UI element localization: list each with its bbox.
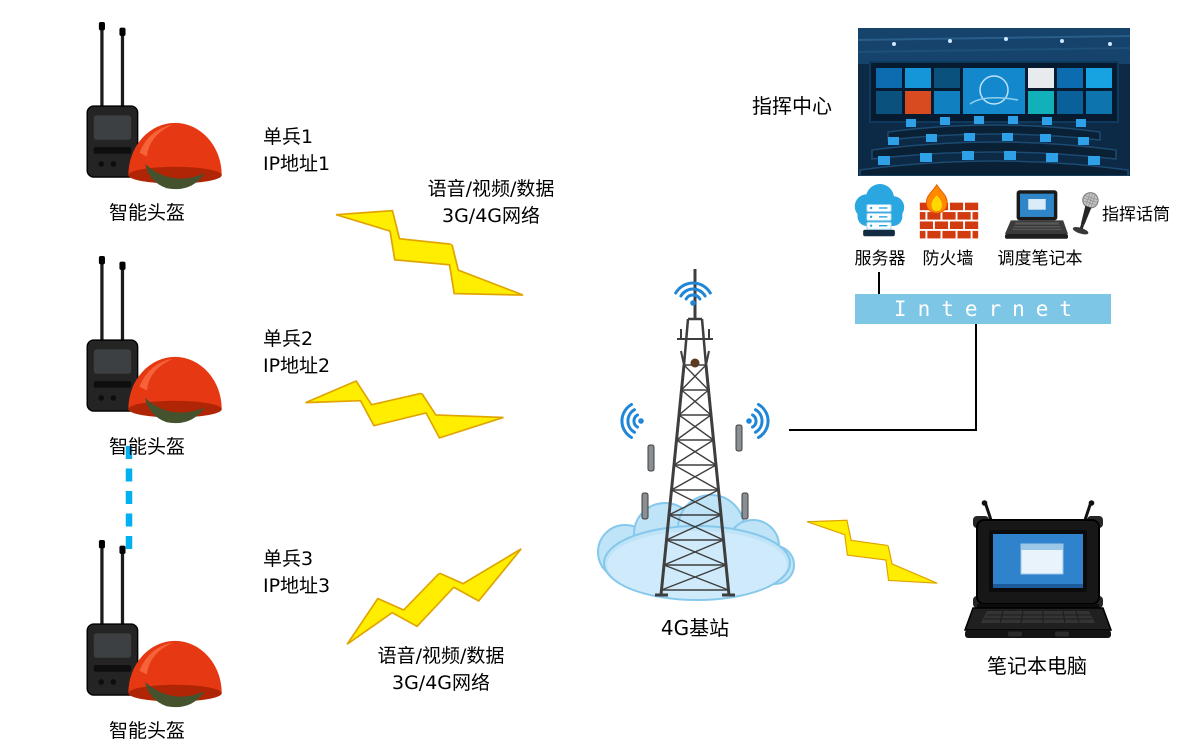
panel-antennas bbox=[641, 424, 749, 520]
command-center-label: 指挥中心 bbox=[752, 94, 832, 118]
base-station-label: 4G基站 bbox=[660, 616, 730, 640]
server-label: 服务器 bbox=[854, 249, 906, 269]
device-label: 智能头盔 bbox=[108, 202, 185, 224]
soldier-name: 单兵1 bbox=[263, 126, 314, 148]
soldier-3-label: 单兵3 IP地址3 bbox=[263, 546, 330, 599]
command-center-photo bbox=[858, 28, 1130, 176]
uplink-line1: 语音/视频/数据 bbox=[427, 178, 555, 200]
firewall-label: 防火墙 bbox=[922, 249, 974, 269]
microphone-label: 指挥话筒 bbox=[1102, 205, 1170, 225]
soldier-ip: IP地址3 bbox=[263, 574, 331, 597]
soldier-name: 单兵3 bbox=[263, 548, 314, 570]
uplink-line2: 3G/4G网络 bbox=[391, 671, 491, 694]
device-label: 智能头盔 bbox=[108, 720, 185, 742]
soldier-1-label: 单兵1 IP地址1 bbox=[263, 124, 330, 177]
soldier-unit-1: 智能头盔 bbox=[72, 22, 222, 225]
wireless-link-bolt-2 bbox=[305, 379, 504, 439]
server-icon bbox=[854, 184, 905, 237]
internet-label: Internet bbox=[893, 297, 1084, 321]
device-label: 智能头盔 bbox=[108, 436, 185, 458]
soldier-unit-3: 智能头盔 bbox=[72, 540, 222, 743]
wireless-link-bolt-4 bbox=[806, 519, 938, 584]
base-station-tower bbox=[597, 269, 795, 601]
wireless-link-bolt-1 bbox=[335, 209, 524, 296]
uplink-caption-top: 语音/视频/数据 3G/4G网络 bbox=[386, 176, 596, 229]
firewall-icon bbox=[918, 184, 980, 241]
uplink-caption-bottom: 语音/视频/数据 3G/4G网络 bbox=[336, 643, 546, 696]
dispatch-laptop-label: 调度笔记本 bbox=[997, 249, 1083, 269]
field-laptop-label: 笔记本电脑 bbox=[987, 654, 1087, 678]
smart-helmet-icon bbox=[86, 256, 222, 424]
internet-bar: Internet bbox=[855, 294, 1111, 324]
soldier-2-label: 单兵2 IP地址2 bbox=[263, 326, 330, 379]
tower-top-ball bbox=[690, 358, 700, 368]
microphone-icon bbox=[1072, 192, 1099, 235]
soldier-unit-2: 智能头盔 bbox=[72, 256, 222, 459]
cloud-icon bbox=[597, 494, 795, 601]
dispatch-laptop-icon bbox=[1004, 190, 1068, 239]
soldier-name: 单兵2 bbox=[263, 328, 314, 350]
wireless-link-bolt-3 bbox=[346, 548, 522, 645]
wifi-signal-icons bbox=[620, 281, 770, 439]
tower-lattice bbox=[655, 269, 735, 597]
field-laptop-icon bbox=[963, 500, 1113, 638]
internet-to-tower-line bbox=[789, 324, 977, 431]
soldier-ip: IP地址1 bbox=[263, 152, 331, 175]
smart-helmet-icon bbox=[86, 540, 222, 708]
smart-helmet-icon bbox=[86, 22, 222, 190]
uplink-line2: 3G/4G网络 bbox=[441, 204, 541, 227]
soldier-ip: IP地址2 bbox=[263, 354, 331, 377]
uplink-line1: 语音/视频/数据 bbox=[377, 645, 505, 667]
